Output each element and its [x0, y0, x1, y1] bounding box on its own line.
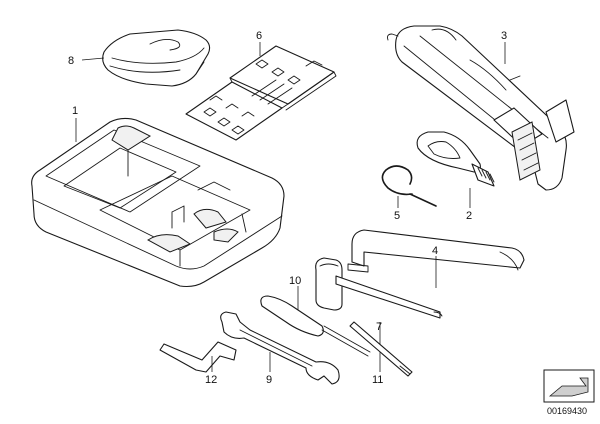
- document-number: 00169430: [547, 406, 587, 416]
- tool-tray: [31, 117, 285, 288]
- wheel-brace: [347, 229, 525, 273]
- callout-2: 2: [466, 210, 472, 222]
- car-jack: [387, 25, 575, 191]
- screwdriver: [260, 295, 371, 357]
- wire-hook: [381, 165, 437, 207]
- callouts: 8 6 3 1 2 5 4 10 7 11 9 12: [68, 30, 507, 386]
- hex-key: [159, 341, 237, 373]
- callout-6: 6: [256, 30, 262, 42]
- callout-3: 3: [501, 30, 507, 42]
- callout-7: 7: [376, 321, 382, 333]
- socket-wrench: [315, 257, 443, 319]
- leader-lines: [75, 42, 506, 372]
- folding-plate: [185, 45, 337, 141]
- callout-8: 8: [68, 55, 74, 67]
- callout-5: 5: [394, 210, 400, 222]
- open-end-spanner: [220, 311, 340, 385]
- drift-pin: [349, 321, 413, 377]
- callout-11: 11: [372, 374, 383, 386]
- callout-9: 9: [266, 374, 272, 386]
- towing-eye: [416, 131, 495, 187]
- callout-1: 1: [72, 105, 78, 117]
- callout-10: 10: [289, 275, 301, 287]
- callout-12: 12: [205, 374, 217, 386]
- reference-box: 00169430: [543, 369, 595, 416]
- callout-4: 4: [432, 245, 438, 257]
- tool-bag: [102, 29, 211, 87]
